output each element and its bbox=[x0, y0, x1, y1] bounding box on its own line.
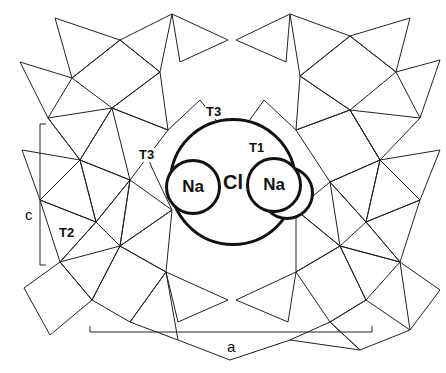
site-label: T3 bbox=[138, 148, 155, 162]
axis-label: c bbox=[24, 208, 34, 222]
site-label: T3 bbox=[205, 105, 222, 119]
ion-label: Na bbox=[263, 175, 285, 195]
sodium-circle: Na bbox=[246, 157, 302, 213]
sodium-circle: Na bbox=[165, 159, 221, 215]
ion-label: Na bbox=[182, 177, 204, 197]
axis-label: a bbox=[226, 340, 236, 354]
ion-label: Cl bbox=[223, 171, 243, 194]
site-label: T1 bbox=[248, 141, 265, 155]
site-label: T2 bbox=[58, 226, 75, 240]
